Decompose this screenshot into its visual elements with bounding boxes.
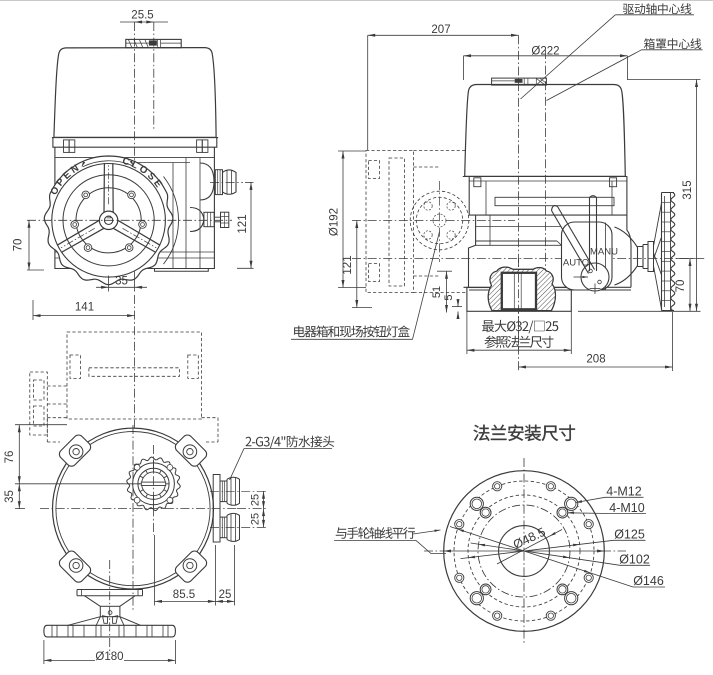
svg-text:70: 70 [675, 280, 687, 293]
svg-text:Ø192: Ø192 [329, 208, 341, 236]
svg-text:85.5: 85.5 [173, 589, 195, 601]
svg-text:121: 121 [237, 214, 249, 233]
svg-text:MANU: MANU [590, 247, 618, 258]
svg-text:208: 208 [586, 354, 605, 366]
svg-text:25: 25 [250, 494, 262, 506]
svg-text:121: 121 [342, 255, 354, 274]
svg-text:Ø146: Ø146 [633, 574, 664, 588]
svg-text:35: 35 [4, 490, 16, 503]
svg-text:25: 25 [219, 589, 232, 601]
svg-text:51: 51 [431, 286, 443, 298]
svg-text:25.5: 25.5 [131, 10, 153, 22]
svg-text:76: 76 [4, 451, 16, 464]
svg-text:4-M12: 4-M12 [606, 485, 641, 499]
svg-text:Ø180: Ø180 [95, 651, 123, 663]
svg-text:Ø125: Ø125 [614, 527, 645, 541]
svg-text:141: 141 [75, 302, 94, 314]
svg-text:4-M10: 4-M10 [609, 501, 644, 515]
svg-text:70: 70 [13, 239, 25, 252]
svg-text:207: 207 [431, 24, 450, 36]
svg-text:5: 5 [443, 294, 455, 300]
svg-text:35: 35 [115, 275, 128, 287]
svg-text:AUTO: AUTO [563, 258, 589, 269]
svg-text:315: 315 [682, 180, 694, 199]
svg-text:25: 25 [250, 513, 262, 525]
svg-text:Ø102: Ø102 [619, 552, 650, 566]
